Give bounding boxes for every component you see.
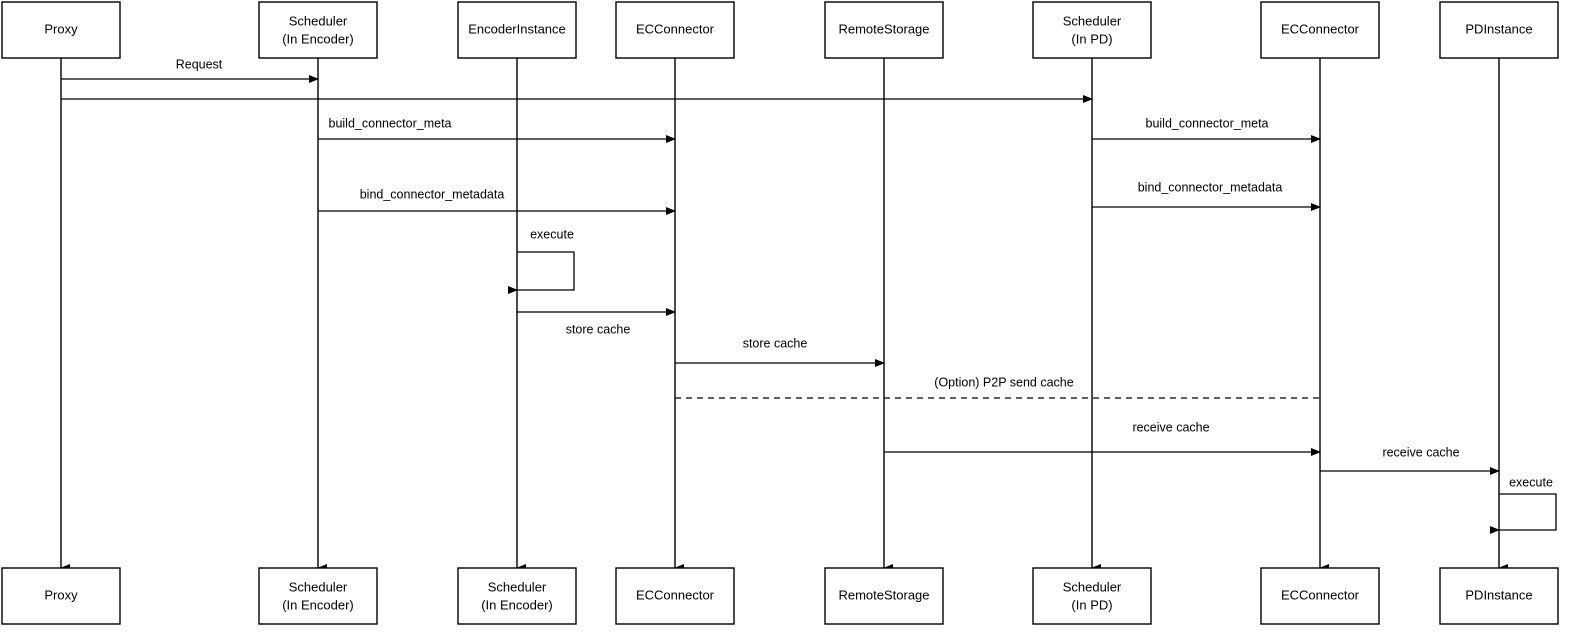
participant-label-line1: PDInstance — [1465, 587, 1532, 602]
self-messages-layer: execute execute — [508, 227, 1557, 534]
participant-box[interactable] — [824, 1, 944, 59]
participant-box[interactable] — [1439, 567, 1559, 625]
participant-remote_storage[interactable]: RemoteStorage — [824, 1, 944, 59]
participant-scheduler_pd[interactable]: Scheduler (In PD) — [1032, 1, 1152, 59]
message-m6: bind_connector_metadata — [1092, 180, 1321, 211]
participant-label-line2: (In Encoder) — [282, 597, 354, 612]
participant-box[interactable] — [1260, 1, 1380, 59]
self-message-label: execute — [1509, 475, 1553, 489]
message-m8: store cache — [675, 336, 885, 367]
participant-label-line1: ECConnector — [1281, 587, 1360, 602]
participant-ec_connector_right_b[interactable]: ECConnector — [1260, 567, 1380, 625]
message-label: build_connector_meta — [1146, 116, 1269, 130]
messages-layer: Request build_connector_meta build_connect… — [61, 57, 1500, 475]
participant-box[interactable] — [1260, 567, 1380, 625]
message-m11: receive cache — [1320, 445, 1500, 475]
message-m5: bind_connector_metadata — [318, 187, 676, 215]
participant-label-line1: ECConnector — [1281, 21, 1360, 36]
lifelines-layer — [60, 58, 1508, 572]
message-label: bind_connector_metadata — [360, 187, 505, 201]
participant-label-line1: Scheduler — [488, 579, 547, 594]
message-label: Request — [176, 57, 223, 71]
participant-proxy[interactable]: Proxy — [1, 1, 121, 59]
participant-ec_connector_left[interactable]: ECConnector — [615, 1, 735, 59]
participant-label-line1: ECConnector — [636, 21, 715, 36]
message-m3: build_connector_meta — [318, 116, 676, 143]
participant-box[interactable] — [615, 1, 735, 59]
participant-scheduler_encoder_b[interactable]: Scheduler (In Encoder) — [258, 567, 378, 625]
participant-label-line1: Scheduler — [1063, 579, 1122, 594]
participant-label-line1: Scheduler — [289, 13, 348, 28]
message-label: build_connector_meta — [329, 116, 452, 130]
participant-scheduler_encoder[interactable]: Scheduler (In Encoder) — [258, 1, 378, 59]
participant-label-line2: (In PD) — [1071, 597, 1112, 612]
participant-box[interactable] — [1439, 1, 1559, 59]
participant-encoder_instance[interactable]: EncoderInstance — [457, 1, 577, 59]
participant-ec_connector_left_b[interactable]: ECConnector — [615, 567, 735, 625]
participant-label-line2: (In Encoder) — [481, 597, 553, 612]
self-message-path — [1490, 493, 1557, 534]
participant-label-line1: Scheduler — [289, 579, 348, 594]
message-m4: build_connector_meta — [1092, 116, 1321, 143]
participant-box[interactable] — [1, 567, 121, 625]
message-label: store cache — [743, 336, 808, 350]
message-label: receive cache — [1132, 420, 1209, 434]
participant-label-line1: RemoteStorage — [838, 21, 929, 36]
participant-pd_instance_b[interactable]: PDInstance — [1439, 567, 1559, 625]
self-message-s2: execute — [1490, 475, 1557, 534]
participant-box[interactable] — [1032, 1, 1152, 59]
participant-scheduler_pd_b[interactable]: Scheduler (In PD) — [1032, 567, 1152, 625]
message-label: store cache — [566, 322, 631, 336]
self-message-s1: execute — [508, 227, 575, 294]
participant-label-line1: Proxy — [44, 21, 78, 36]
message-m1: Request — [61, 57, 319, 83]
self-message-label: execute — [530, 227, 574, 241]
participant-ec_connector_right[interactable]: ECConnector — [1260, 1, 1380, 59]
participant-remote_storage_b[interactable]: RemoteStorage — [824, 567, 944, 625]
participant-box[interactable] — [258, 1, 378, 59]
participant-box[interactable] — [1032, 567, 1152, 625]
participant-label-line1: ECConnector — [636, 587, 715, 602]
message-m7: store cache — [517, 308, 676, 336]
participant-label-line1: EncoderInstance — [468, 21, 566, 36]
participant-box[interactable] — [457, 567, 577, 625]
message-m10: receive cache — [884, 420, 1321, 456]
participant-box[interactable] — [615, 567, 735, 625]
participant-scheduler_encoder_b2[interactable]: Scheduler (In Encoder) — [457, 567, 577, 625]
participant-label-line1: PDInstance — [1465, 21, 1532, 36]
message-m9: (Option) P2P send cache — [675, 375, 1320, 399]
participants-bottom-layer: Proxy Scheduler (In Encoder) Scheduler (In E… — [1, 567, 1559, 625]
participant-box[interactable] — [824, 567, 944, 625]
message-label: (Option) P2P send cache — [934, 375, 1073, 389]
self-message-path — [508, 251, 575, 294]
participant-label-line1: Proxy — [44, 587, 78, 602]
participant-box[interactable] — [1, 1, 121, 59]
participant-box[interactable] — [258, 567, 378, 625]
participant-label-line1: RemoteStorage — [838, 587, 929, 602]
participant-label-line1: Scheduler — [1063, 13, 1122, 28]
message-label: receive cache — [1382, 445, 1459, 459]
message-label: bind_connector_metadata — [1138, 180, 1283, 194]
participants-top-layer: Proxy Scheduler (In Encoder) EncoderInstanc… — [1, 1, 1559, 59]
participant-box[interactable] — [457, 1, 577, 59]
participant-proxy_b[interactable]: Proxy — [1, 567, 121, 625]
participant-pd_instance[interactable]: PDInstance — [1439, 1, 1559, 59]
participant-label-line2: (In Encoder) — [282, 31, 354, 46]
participant-label-line2: (In PD) — [1071, 31, 1112, 46]
